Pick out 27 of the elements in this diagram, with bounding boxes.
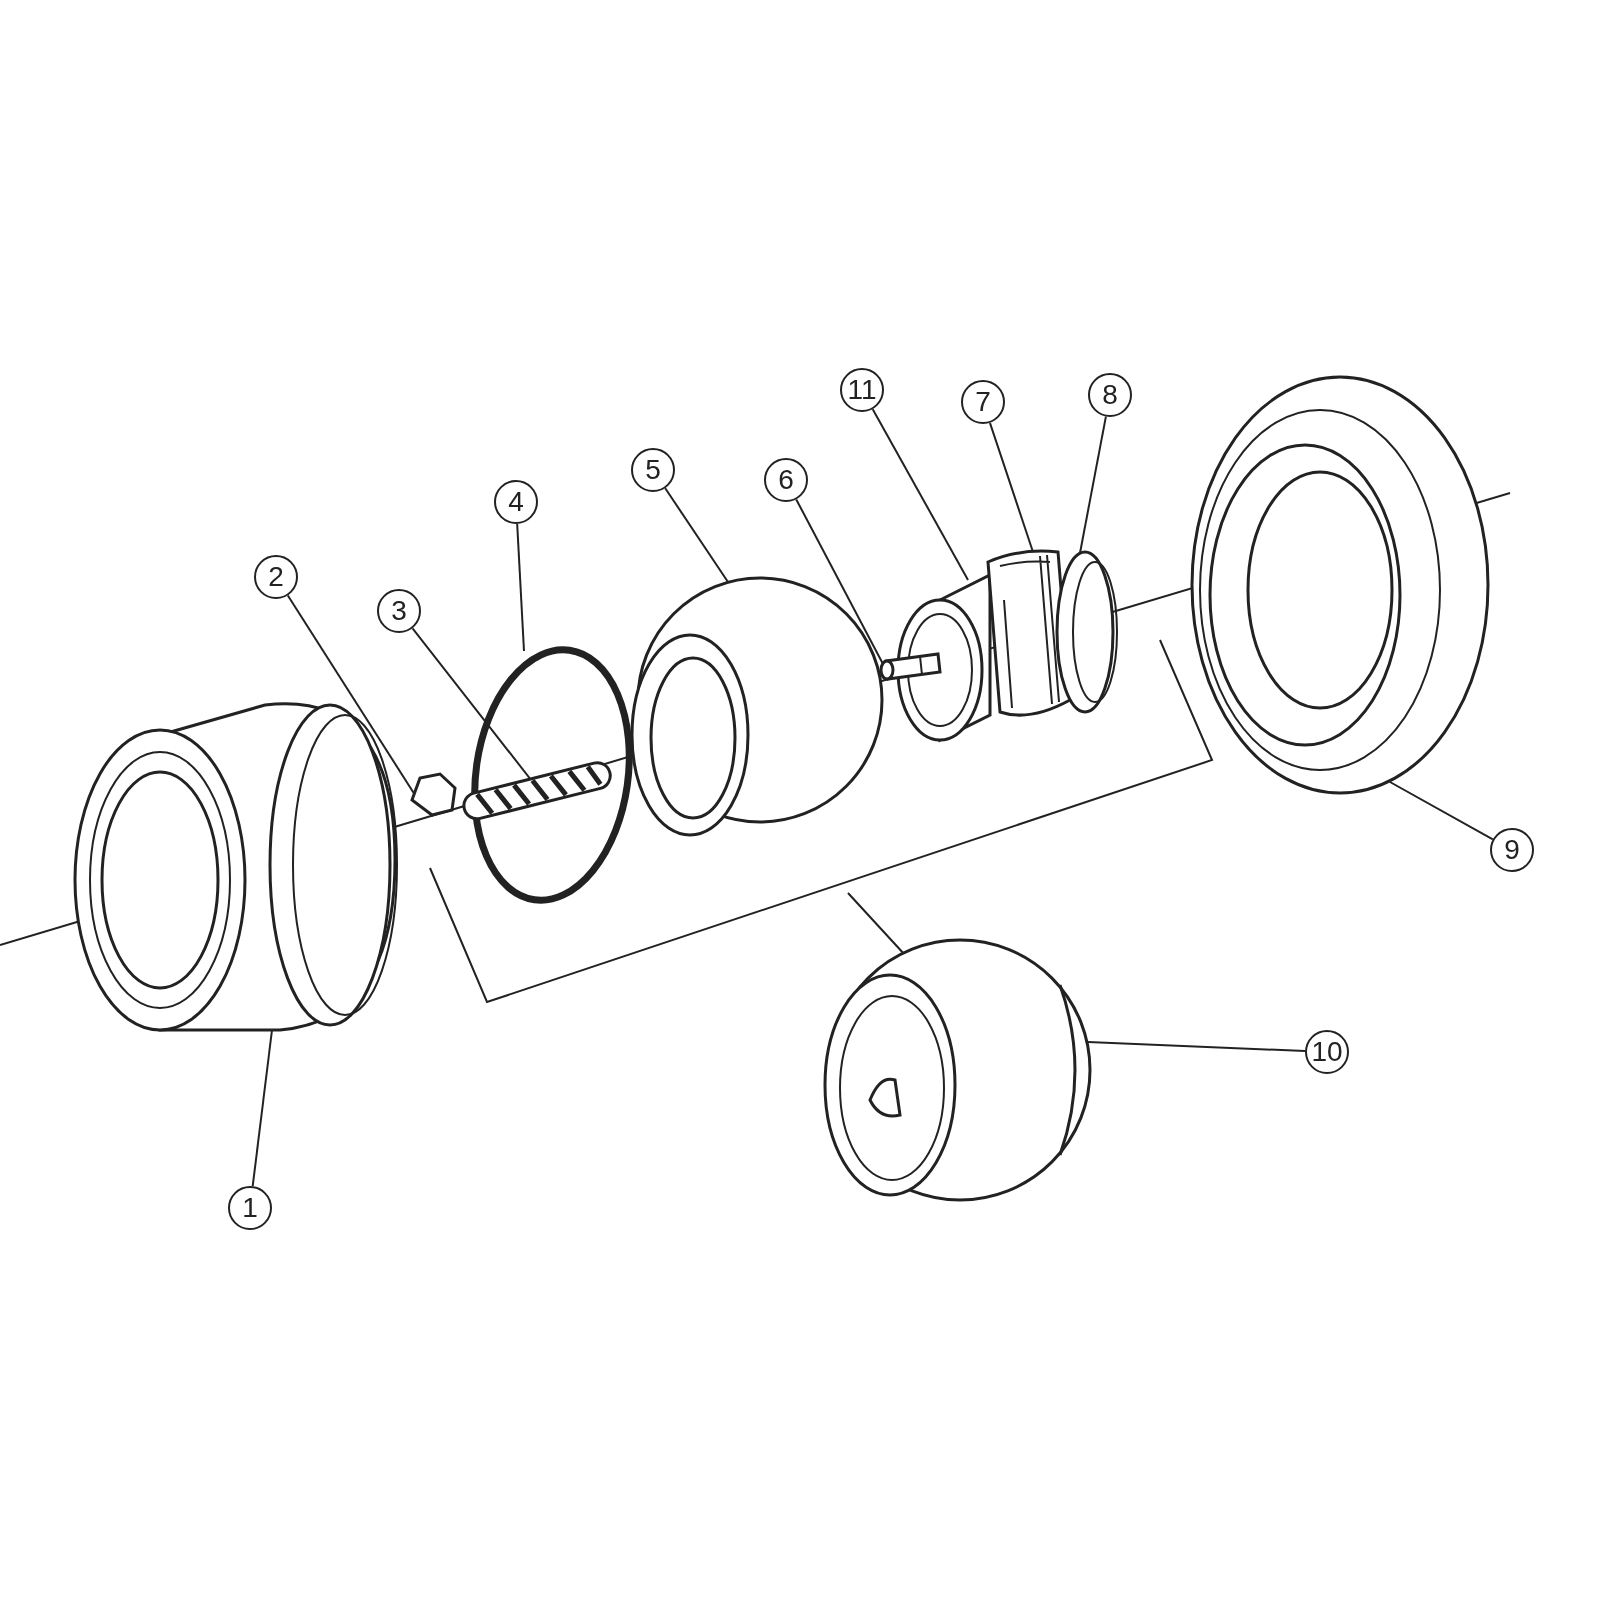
pipe-fitting-drawing bbox=[73, 702, 398, 1032]
callout-number: 4 bbox=[494, 480, 538, 524]
callout-number: 2 bbox=[254, 555, 298, 599]
o-ring-drawing bbox=[471, 646, 633, 904]
leader-line bbox=[1079, 415, 1107, 554]
leader-line bbox=[1087, 1041, 1306, 1053]
insert-tube-drawing bbox=[896, 572, 992, 743]
callout-number: 8 bbox=[1088, 373, 1132, 417]
pin-drawing bbox=[879, 652, 942, 681]
o-ring-drawing bbox=[1055, 550, 1118, 714]
leader-line bbox=[516, 522, 525, 652]
leader-line bbox=[251, 1029, 273, 1188]
leader-line bbox=[664, 487, 729, 583]
leader-line bbox=[795, 498, 884, 665]
callout-number: 10 bbox=[1305, 1030, 1349, 1074]
callout-number: 11 bbox=[840, 368, 884, 412]
callout-number: 9 bbox=[1490, 828, 1534, 872]
callout-number: 3 bbox=[377, 589, 421, 633]
callout-number: 6 bbox=[764, 458, 808, 502]
ball-drawing bbox=[630, 576, 884, 837]
callout-number: 1 bbox=[228, 1186, 272, 1230]
callout-number: 7 bbox=[961, 380, 1005, 424]
callout-number: 5 bbox=[631, 448, 675, 492]
ball-cartridge-drawing bbox=[823, 938, 1092, 1202]
hex-nut-drawing bbox=[410, 772, 457, 817]
union-nut-drawing bbox=[1190, 375, 1490, 795]
leader-line bbox=[1389, 781, 1494, 841]
